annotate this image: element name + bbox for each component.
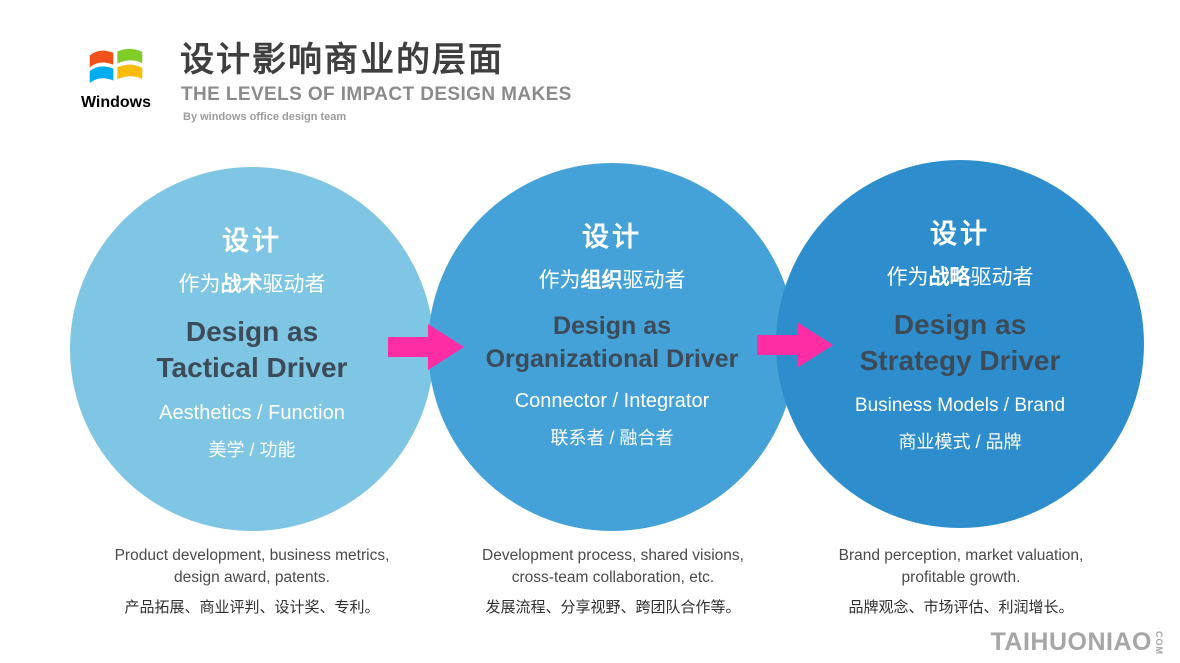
caption1-zh: 产品拓展、商业评判、设计奖、专利。 bbox=[124, 598, 380, 616]
circle2-en-line1: Design as bbox=[552, 312, 672, 340]
circle-tactical-content: 设计 作为战术驱动者 Design as Tactical Driver Aes… bbox=[70, 167, 434, 462]
caption2-zh: 发展流程、分享视野、跨团队合作等。 bbox=[485, 598, 741, 616]
caption2-en-line2: cross-team collaboration, etc. bbox=[511, 569, 715, 587]
circle1-zh-sub: 美学 / 功能 bbox=[208, 439, 296, 460]
circle1-zh-role-prefix: 作为 bbox=[178, 273, 221, 296]
circle3-en-line2: Strategy Driver bbox=[859, 345, 1061, 377]
circle2-zh-role: 作为组织驱动者 bbox=[428, 264, 796, 294]
caption3-en-line1: Brand perception, market valuation, bbox=[838, 547, 1084, 564]
circle1-en-line2: Tactical Driver bbox=[156, 352, 348, 384]
circle2-en-title: Design as Organizational Driver bbox=[428, 310, 796, 375]
circle1-zh-role-suffix: 驱动者 bbox=[262, 273, 326, 296]
circle3-en-sub: Business Models / Brand bbox=[854, 394, 1066, 416]
caption-organizational: Development process, shared visions, cro… bbox=[403, 545, 823, 619]
caption3-en-line2: profitable growth. bbox=[901, 569, 1021, 587]
circle2-en-line2: Organizational Driver bbox=[485, 344, 739, 373]
circle3-zh-role: 作为战略驱动者 bbox=[776, 261, 1144, 291]
circle1-en-line1: Design as bbox=[185, 316, 319, 347]
byline: By windows office design team bbox=[183, 111, 347, 123]
arrow-right-icon bbox=[388, 324, 464, 370]
page-title-zh: 设计影响商业的层面 bbox=[180, 41, 504, 79]
circle-organizational-content: 设计 作为组织驱动者 Design as Organizational Driv… bbox=[428, 163, 796, 450]
page-title-en: THE LEVELS OF IMPACT DESIGN MAKES bbox=[181, 84, 572, 105]
circle-strategy-driver: 设计 作为战略驱动者 Design as Strategy Driver Bus… bbox=[776, 160, 1144, 528]
caption2-en-line1: Development process, shared visions, bbox=[482, 547, 744, 564]
watermark-suffix: COM bbox=[1154, 631, 1164, 655]
circle3-zh-title: 设计 bbox=[930, 219, 990, 249]
arrow-right-icon bbox=[757, 322, 833, 368]
circle2-zh-sub: 联系者 / 融合者 bbox=[550, 428, 674, 448]
caption1-en-line1: Product development, business metrics, bbox=[114, 547, 390, 564]
caption-strategy: Brand perception, market valuation, prof… bbox=[751, 545, 1171, 619]
circle2-zh-role-prefix: 作为 bbox=[538, 269, 581, 292]
circle2-zh-role-suffix: 驱动者 bbox=[622, 269, 686, 292]
circle1-zh-role-bold: 战术 bbox=[220, 273, 263, 296]
circle1-en-title: Design as Tactical Driver bbox=[70, 314, 434, 387]
circle-tactical-driver: 设计 作为战术驱动者 Design as Tactical Driver Aes… bbox=[70, 167, 434, 531]
circle1-en-sub: Aesthetics / Function bbox=[159, 401, 345, 424]
watermark-text: TAIHUONIAO bbox=[990, 628, 1152, 656]
circle1-zh-role: 作为战术驱动者 bbox=[70, 268, 434, 298]
circle3-zh-sub: 商业模式 / 品牌 bbox=[898, 431, 1022, 452]
watermark: TAIHUONIAO COM bbox=[991, 628, 1164, 657]
circle2-zh-title: 设计 bbox=[582, 222, 642, 252]
circle3-en-title: Design as Strategy Driver bbox=[776, 307, 1144, 380]
circle2-zh-role-bold: 组织 bbox=[580, 269, 623, 292]
circle2-en-sub: Connector / Integrator bbox=[514, 390, 710, 412]
caption-tactical: Product development, business metrics, d… bbox=[42, 545, 462, 619]
circle3-en-line1: Design as bbox=[893, 309, 1027, 340]
circle3-zh-role-suffix: 驱动者 bbox=[970, 266, 1034, 289]
windows-flag-icon bbox=[89, 48, 143, 83]
circle3-zh-role-bold: 战略 bbox=[928, 266, 971, 289]
windows-logo: Windows bbox=[68, 30, 164, 122]
windows-logo-label: Windows bbox=[80, 93, 152, 111]
circle3-zh-role-prefix: 作为 bbox=[886, 266, 929, 289]
caption3-zh: 品牌观念、市场评估、利润增长。 bbox=[848, 598, 1074, 616]
circle1-zh-title: 设计 bbox=[222, 226, 282, 256]
circle-organizational-driver: 设计 作为组织驱动者 Design as Organizational Driv… bbox=[428, 163, 796, 531]
caption1-en-line2: design award, patents. bbox=[174, 569, 330, 587]
circle-strategy-content: 设计 作为战略驱动者 Design as Strategy Driver Bus… bbox=[776, 160, 1144, 454]
